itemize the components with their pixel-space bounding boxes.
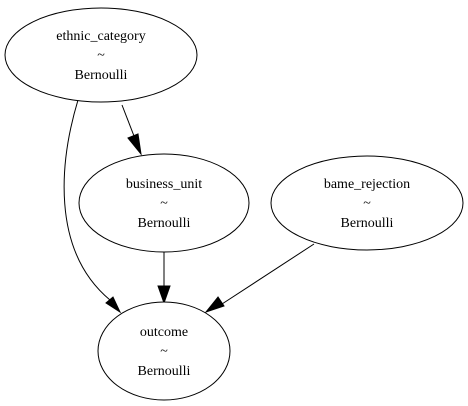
node-bame-rejection-distribution: Bernoulli: [341, 216, 394, 231]
node-bame-rejection-tilde: ~: [363, 196, 371, 211]
node-outcome-tilde: ~: [160, 344, 168, 359]
node-business-unit-distribution: Bernoulli: [138, 216, 191, 231]
node-business-unit-name: business_unit: [126, 177, 202, 192]
node-ethnic-category-distribution: Bernoulli: [75, 68, 128, 83]
edge-business-unit-to-outcome: [157, 252, 171, 305]
node-bame-rejection: bame_rejection ~ Bernoulli: [270, 155, 464, 251]
node-outcome-distribution: Bernoulli: [138, 364, 191, 379]
node-ethnic-category: ethnic_category ~ Bernoulli: [4, 7, 198, 103]
node-ethnic-category-name: ethnic_category: [56, 29, 145, 44]
node-outcome: outcome ~ Bernoulli: [97, 301, 231, 401]
edge-ethnic-category-to-business-unit: [121, 104, 142, 156]
node-ethnic-category-tilde: ~: [97, 48, 105, 63]
node-bame-rejection-name: bame_rejection: [324, 177, 410, 192]
edge-ethnic-category-to-outcome: [63, 99, 122, 314]
node-business-unit: business_unit ~ Bernoulli: [78, 153, 250, 253]
edge-bame-rejection-to-outcome: [204, 243, 315, 314]
node-outcome-name: outcome: [140, 325, 188, 340]
node-business-unit-tilde: ~: [160, 196, 168, 211]
